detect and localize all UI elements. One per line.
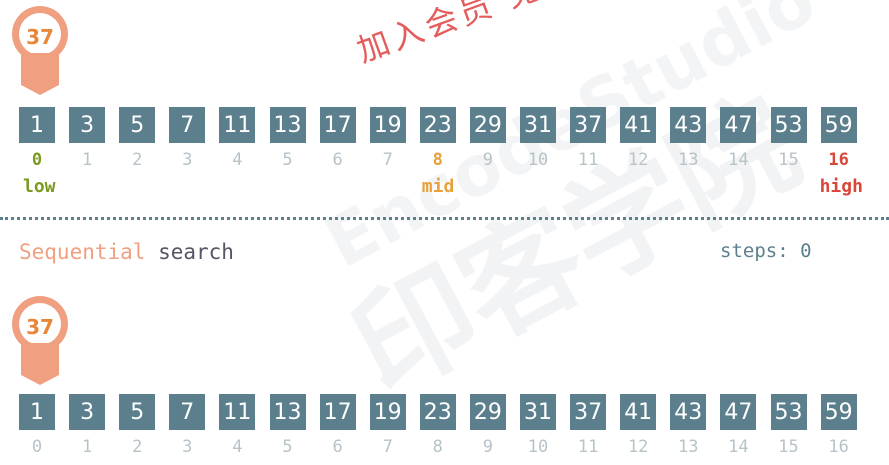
binary-cell[interactable]: 1 (19, 107, 55, 143)
sequential-index-label: 7 (382, 437, 393, 457)
binary-index-label: 12 (627, 150, 649, 170)
binary-cell[interactable]: 41 (620, 107, 657, 143)
sequential-search-title: Sequential search (19, 240, 234, 264)
sequential-index-label: 1 (81, 437, 93, 457)
steps-counter: steps: 0 (720, 240, 812, 262)
binary-index-label: 5 (282, 150, 293, 170)
sequential-cell[interactable]: 3 (69, 394, 106, 430)
title-accent: Sequential (19, 240, 146, 264)
title-rest: search (145, 240, 234, 264)
sequential-cell[interactable]: 37 (570, 394, 607, 430)
sequential-index-label: 15 (778, 437, 799, 457)
binary-cell[interactable]: 19 (369, 107, 406, 143)
binary-index-label: 3 (182, 150, 193, 170)
binary-markers: low mid high (19, 176, 889, 198)
binary-index-label: 13 (678, 150, 699, 170)
sequential-cell[interactable]: 23 (419, 394, 456, 430)
sequential-index-label: 5 (282, 437, 293, 457)
binary-index-label: 16 (828, 150, 849, 170)
sequential-index-label: 8 (432, 437, 443, 457)
binary-index-label: 11 (577, 150, 599, 170)
sequential-cell[interactable]: 11 (219, 394, 256, 430)
sequential-index-label: 11 (577, 437, 599, 457)
sequential-index-label: 3 (182, 437, 193, 457)
sequential-target-pin: 37 (9, 293, 71, 385)
sequential-cell[interactable]: 43 (670, 394, 707, 430)
sequential-cell[interactable]: 7 (169, 394, 206, 430)
binary-index-label: 10 (527, 150, 549, 170)
sequential-index-label: 13 (678, 437, 699, 457)
sequential-cell[interactable]: 13 (269, 394, 306, 430)
binary-cell[interactable]: 5 (119, 107, 156, 143)
watermark-cn-text: 加入会员 免 (352, 0, 548, 70)
binary-cell[interactable]: 17 (319, 107, 356, 143)
section-divider (0, 217, 889, 220)
sequential-cell[interactable]: 1 (19, 394, 55, 430)
sequential-index-label: 16 (828, 437, 849, 457)
sequential-cell[interactable]: 41 (620, 394, 657, 430)
binary-target-pin: 37 (9, 3, 71, 95)
binary-index-label: 4 (232, 150, 243, 170)
binary-index-label: 1 (81, 150, 93, 170)
high-pointer-label: high (819, 176, 863, 197)
sequential-index-label: 14 (728, 437, 749, 457)
sequential-index-label: 0 (31, 437, 43, 457)
binary-cell[interactable]: 43 (670, 107, 707, 143)
binary-index-label: 9 (482, 150, 494, 170)
binary-cell[interactable]: 29 (469, 107, 506, 143)
mid-pointer-label: mid (421, 176, 455, 197)
sequential-index-label: 12 (627, 437, 649, 457)
binary-cell[interactable]: 59 (820, 107, 857, 143)
sequential-index-label: 10 (527, 437, 549, 457)
sequential-index-label: 6 (332, 437, 343, 457)
binary-cell[interactable]: 31 (520, 107, 556, 143)
binary-cell[interactable]: 13 (269, 107, 306, 143)
sequential-cell[interactable]: 31 (520, 394, 556, 430)
sequential-target-value: 37 (26, 315, 54, 339)
binary-cell[interactable]: 37 (570, 107, 607, 143)
binary-cell[interactable]: 47 (720, 107, 757, 143)
binary-cell[interactable]: 11 (219, 107, 256, 143)
sequential-cell[interactable]: 29 (469, 394, 506, 430)
sequential-cell[interactable]: 19 (369, 394, 406, 430)
sequential-cell[interactable]: 59 (820, 394, 857, 430)
sequential-cell[interactable]: 5 (119, 394, 156, 430)
sequential-cell[interactable]: 53 (770, 394, 807, 430)
binary-index-label: 0 (31, 150, 43, 170)
sequential-cell[interactable]: 47 (720, 394, 757, 430)
sequential-index-label: 9 (482, 437, 494, 457)
binary-index-label: 14 (728, 150, 749, 170)
binary-index-label: 6 (332, 150, 343, 170)
sequential-cell[interactable]: 17 (319, 394, 356, 430)
binary-index-label: 8 (432, 150, 443, 170)
binary-cell[interactable]: 3 (69, 107, 106, 143)
low-pointer-label: low (23, 176, 56, 197)
pin-icon (12, 296, 68, 385)
binary-cell[interactable]: 53 (770, 107, 807, 143)
binary-target-value: 37 (26, 25, 54, 49)
binary-index-label: 2 (132, 150, 143, 170)
sequential-index-label: 4 (232, 437, 243, 457)
binary-index-label: 15 (778, 150, 799, 170)
pin-icon (12, 6, 68, 95)
sequential-index-label: 2 (132, 437, 143, 457)
binary-cell[interactable]: 23 (419, 107, 456, 143)
binary-cell[interactable]: 7 (169, 107, 206, 143)
binary-index-label: 7 (382, 150, 393, 170)
